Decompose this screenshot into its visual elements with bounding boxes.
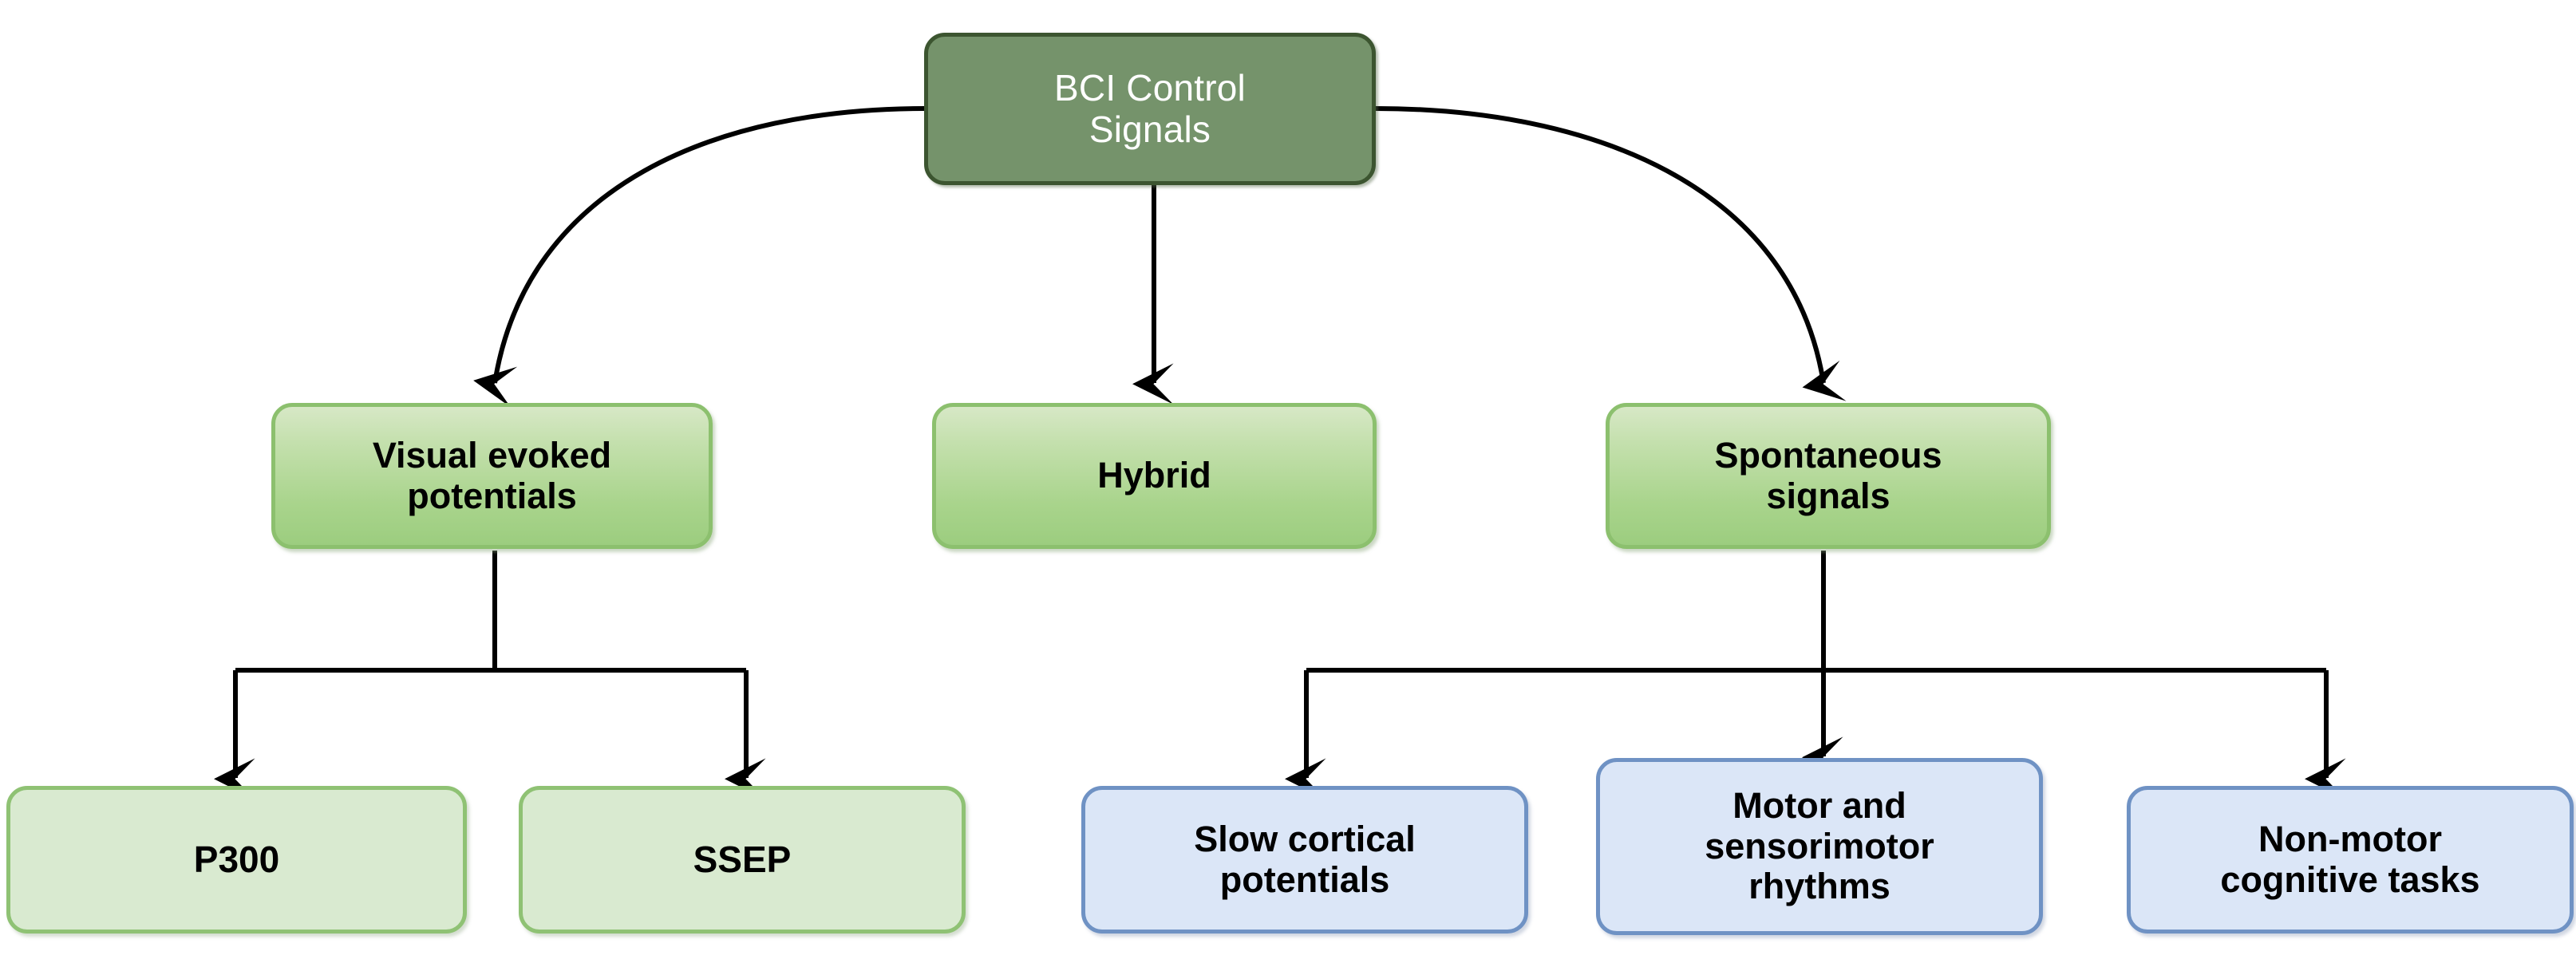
node-spontaneous-signals[interactable]: Spontaneous signals [1606, 403, 2051, 549]
edge-root-to-spontaneous [1375, 106, 1847, 401]
node-label: Non-motor cognitive tasks [2220, 819, 2480, 900]
node-non-motor-cognitive-tasks[interactable]: Non-motor cognitive tasks [2127, 786, 2574, 934]
node-label: P300 [193, 838, 280, 880]
node-motor-sensorimotor-rhythms[interactable]: Motor and sensorimotor rhythms [1596, 758, 2043, 935]
node-label: Spontaneous signals [1714, 435, 1942, 516]
node-hybrid[interactable]: Hybrid [932, 403, 1377, 549]
node-ssep[interactable]: SSEP [519, 786, 966, 934]
node-p300[interactable]: P300 [6, 786, 467, 934]
node-slow-cortical-potentials[interactable]: Slow cortical potentials [1081, 786, 1528, 934]
edge-root-to-visual-evoked [473, 106, 925, 408]
node-visual-evoked-potentials[interactable]: Visual evoked potentials [271, 403, 713, 549]
node-bci-control-signals[interactable]: BCI Control Signals [924, 33, 1376, 185]
node-label: BCI Control Signals [1054, 66, 1246, 150]
node-label: Slow cortical potentials [1194, 819, 1416, 900]
node-label: Hybrid [1097, 455, 1211, 496]
node-label: SSEP [693, 838, 792, 880]
node-label: Visual evoked potentials [372, 435, 612, 516]
node-label: Motor and sensorimotor rhythms [1705, 785, 1934, 907]
